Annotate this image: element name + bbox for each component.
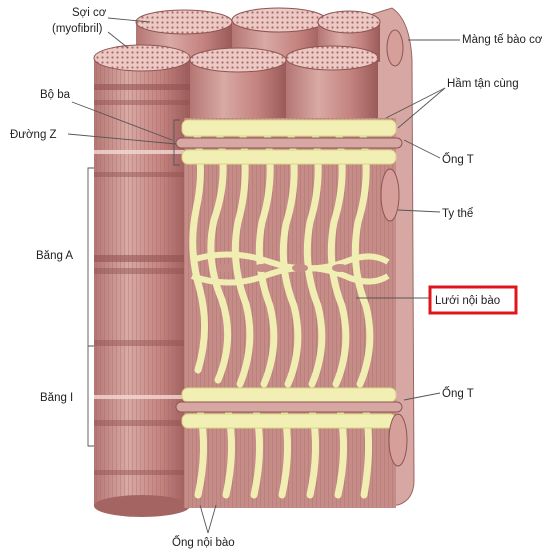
label-mang-te-bao-co: Màng tế bào cơ [462,34,542,46]
labels: Sợi cơ (myofibril) Màng tế bào cơ Hầm tậ… [10,7,542,549]
label-luoi-noi-bao: Lưới nội bào [435,295,500,307]
label-duong-z: Đường Z [10,129,57,141]
highlight-box [428,285,518,315]
label-ham-tan-cung: Hầm tận cùng [447,78,519,90]
label-bang-a: Băng A [36,250,73,262]
label-ong-t-bottom: Ống T [442,386,474,400]
front-myofibril-cylinder [93,44,191,517]
label-ty-the: Ty thể [442,208,473,220]
t-tubules [175,137,403,413]
label-ong-noi-bao: Ống nội bào [172,535,235,549]
label-soi-co: Sợi cơ [72,7,107,19]
reticulum-network [181,118,397,508]
mitochondria [380,29,408,467]
label-myofibril: (myofibril) [52,23,103,35]
label-bo-ba: Bộ ba [40,89,71,101]
middle-myofibril-tops [189,45,379,122]
label-bang-i: Băng I [40,392,73,404]
label-ong-t-top: Ống T [442,152,474,166]
leader-lines [67,17,460,534]
